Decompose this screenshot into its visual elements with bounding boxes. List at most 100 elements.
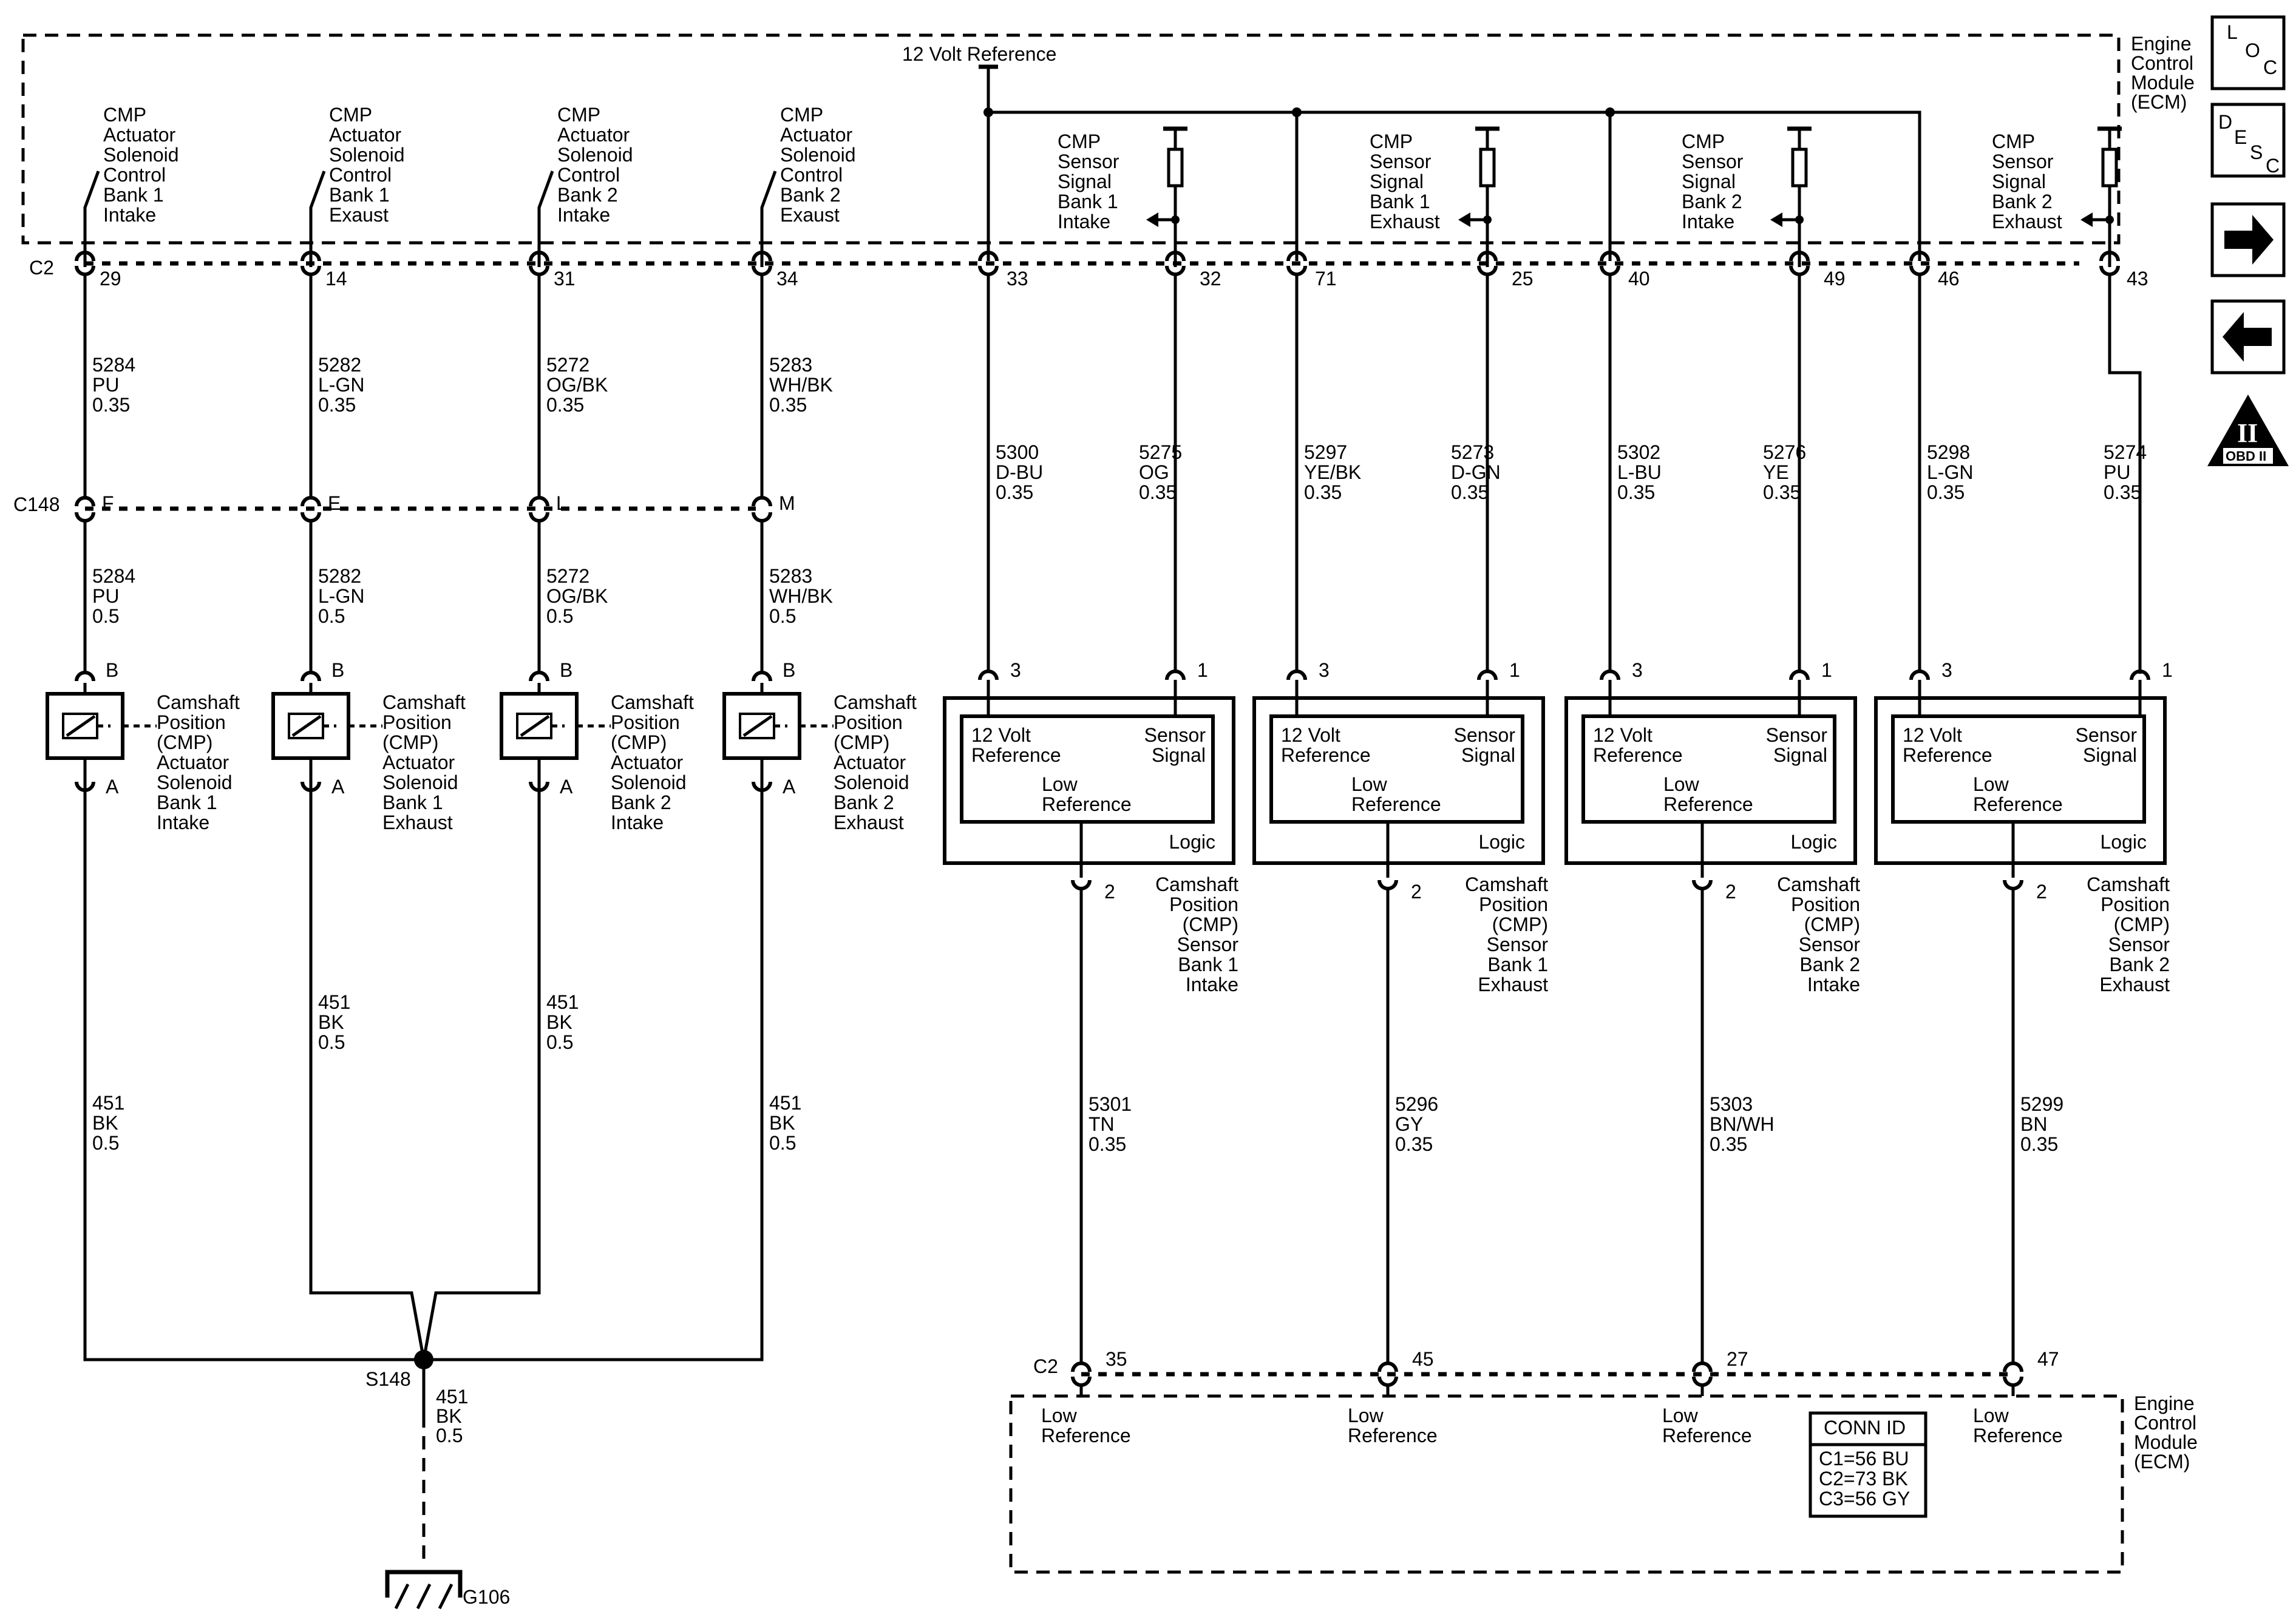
ecm-pin-label: CMP: [780, 104, 823, 126]
pin-b-label: B: [783, 659, 795, 681]
svg-text:Control: Control: [2134, 1412, 2196, 1434]
conn-id-row: C1=56 BU: [1819, 1448, 1909, 1470]
pin-b-label: B: [560, 659, 572, 681]
sensor-low-label: Reference: [1973, 793, 2063, 815]
wire-label: 451: [769, 1092, 801, 1114]
c2-pin-number: 46: [1938, 268, 1960, 290]
wire-label: 0.5: [92, 605, 119, 627]
connector-pin-icon: [1909, 265, 1930, 276]
ecm-pin-label: Bank 1: [1370, 191, 1430, 212]
wire-label: 0.5: [92, 1132, 119, 1154]
connector-pin-icon: [301, 512, 321, 523]
actuator-name: Solenoid: [611, 771, 687, 793]
actuator-name: (CMP): [611, 731, 667, 753]
desc-icon[interactable]: D E S C: [2210, 103, 2286, 178]
connector-pin-icon: [1165, 251, 1186, 262]
sensor-name: Position: [1791, 893, 1860, 915]
actuator-name: Bank 2: [834, 792, 894, 813]
sensor-low-label: Low: [1663, 773, 1700, 795]
svg-text:0.5: 0.5: [436, 1425, 463, 1446]
connector-pin-icon: [75, 781, 95, 792]
sensor-name: Exhaust: [2099, 974, 2170, 995]
wire-label: 5274: [2104, 441, 2147, 463]
sensor-pin-number: 3: [1010, 659, 1021, 681]
ecm-switch-icon: [309, 171, 326, 223]
wire-label: 5302: [1617, 441, 1660, 463]
ecm-pin-label: Solenoid: [103, 144, 179, 166]
c2-bottom-label: C2: [1033, 1355, 1058, 1377]
svg-text:C: C: [2263, 56, 2277, 78]
loc-icon[interactable]: L O C: [2210, 15, 2286, 90]
sensor-low-label: Low: [1042, 773, 1078, 795]
solenoid-icon: [271, 692, 382, 760]
sensor-pin-number: 3: [1632, 659, 1643, 681]
connector-pin-icon: [75, 512, 95, 523]
wire-label: 0.5: [318, 605, 345, 627]
sensor-ref-label: Reference: [1593, 744, 1683, 766]
actuator-name: Bank 1: [157, 792, 217, 813]
wire-label: L-GN: [318, 585, 364, 607]
sensor-pin-number: 2: [1725, 881, 1736, 903]
sensor-pin-number: 1: [2162, 659, 2173, 681]
wire-label: 5273: [1451, 441, 1494, 463]
wire-label: 5283: [769, 354, 812, 376]
ecm-pin-label: Bank 2: [780, 184, 841, 206]
actuator-name: Intake: [157, 812, 209, 833]
ecm-pin-label: Control: [103, 164, 166, 186]
wire-label: 0.5: [769, 1132, 796, 1154]
actuator-name: Position: [834, 711, 903, 733]
ecm-pin-label: CMP: [1370, 131, 1413, 152]
actuator-name: (CMP): [382, 731, 438, 753]
connector-pin-icon: [75, 265, 95, 276]
wire-label: 5297: [1304, 441, 1347, 463]
connector-pin-icon: [1692, 1376, 1713, 1387]
c148-pin-letter: L: [556, 492, 567, 514]
obd-ii-icon[interactable]: II OBD II: [2207, 395, 2289, 466]
sensor-box: 12 VoltReferenceSensorSignalLowReference…: [1874, 680, 2167, 878]
wire-label: YE: [1763, 461, 1789, 483]
ecm-low-ref-label: Reference: [1041, 1425, 1131, 1446]
arrow-left-icon[interactable]: [2210, 299, 2286, 375]
actuator-name: Bank 2: [611, 792, 671, 813]
wire-label: L-GN: [318, 374, 364, 396]
connector-pin-icon: [1071, 1361, 1092, 1372]
connector-pin-icon: [1286, 251, 1307, 262]
ref12-label: 12 Volt Reference: [902, 43, 1056, 65]
sensor-name: Bank 2: [1799, 954, 1860, 975]
c2-pin-number: 31: [554, 268, 576, 290]
wire-label: L-BU: [1617, 461, 1662, 483]
sensor-name: Intake: [1807, 974, 1860, 995]
arrow-right-icon[interactable]: [2210, 202, 2286, 277]
conn-id-title: CONN ID: [1824, 1417, 1906, 1439]
sensor-sig-label: Signal: [1773, 744, 1827, 766]
wire-label: D-BU: [996, 461, 1043, 483]
wire-label: 0.35: [1617, 481, 1655, 503]
wire-label: YE/BK: [1304, 461, 1361, 483]
sensor-ref-label: 12 Volt: [971, 724, 1031, 746]
sensor-name: Sensor: [1177, 934, 1239, 955]
connector-pin-icon: [301, 251, 321, 262]
sensor-pin-number: 1: [1821, 659, 1832, 681]
wire-label: 0.35: [996, 481, 1033, 503]
ecm-pin-label: Solenoid: [557, 144, 633, 166]
connector-pin-icon: [978, 670, 999, 680]
conn-id-row: C2=73 BK: [1819, 1468, 1908, 1490]
connector-pin-icon: [529, 251, 549, 262]
signal-pullup-icon: [1770, 126, 1812, 227]
sensor-name: (CMP): [1183, 914, 1238, 935]
ecm-low-ref-label: Reference: [1973, 1425, 2063, 1446]
wire-label: 451: [546, 991, 579, 1013]
c2-pin-number: 25: [1512, 268, 1533, 290]
sensor-low-label: Reference: [1663, 793, 1753, 815]
svg-text:S: S: [2250, 141, 2263, 163]
sensor-name: Camshaft: [1777, 873, 1860, 895]
connector-pin-icon: [1071, 1376, 1092, 1387]
ecm-pin-label: Actuator: [103, 124, 176, 146]
sensor-pin-number: 1: [1509, 659, 1520, 681]
ecm-pin-label: Bank 2: [557, 184, 618, 206]
